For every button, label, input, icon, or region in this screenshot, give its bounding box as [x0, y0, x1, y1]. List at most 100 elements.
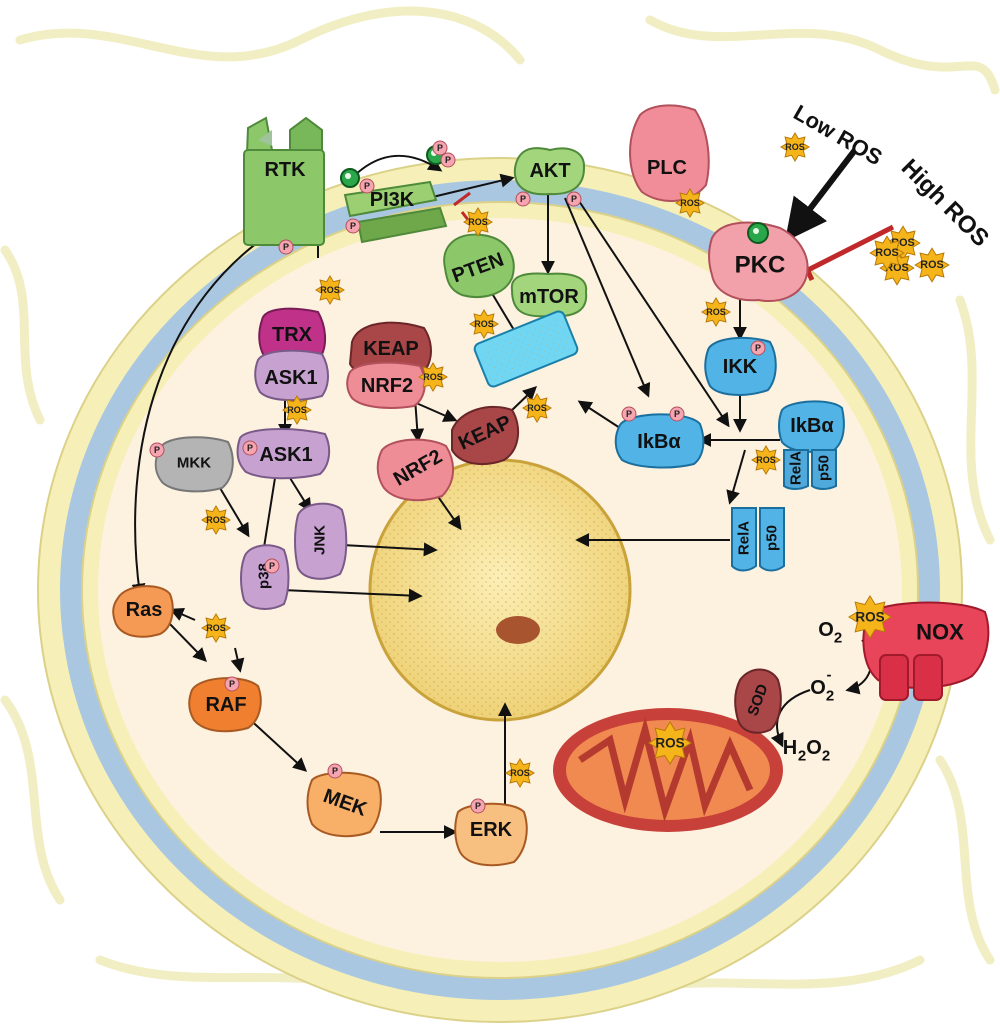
ikk-label: IKK — [723, 356, 758, 378]
ros-star: ROS — [915, 248, 949, 282]
ikba-complex-label: IkBα — [790, 415, 834, 437]
low-ros-activation-arrow — [790, 150, 855, 235]
ros-star: ROS — [470, 310, 498, 338]
o2-subscript: 2 — [834, 630, 842, 647]
phosphate-label: P — [229, 679, 235, 689]
phosphate-marker: P — [279, 240, 293, 254]
ros-star: ROS — [676, 189, 704, 217]
ros-star-label: ROS — [474, 319, 494, 329]
ros-star: ROS — [419, 363, 447, 391]
ros-star: ROS — [202, 614, 230, 642]
phosphate-label: P — [571, 194, 577, 204]
nfkb-ikba-complex: IkBα RelA p50 — [779, 401, 844, 489]
keap-nrf2-complex: KEAP NRF2 — [347, 323, 431, 408]
ros-star-label: ROS — [423, 372, 443, 382]
phosphate-label: P — [437, 143, 443, 153]
jnk-label: JNK — [312, 525, 329, 555]
phosphate-label: P — [755, 343, 761, 353]
phosphate-label: P — [445, 155, 451, 165]
phosphate-marker: P — [243, 441, 257, 455]
phosphate-marker: P — [265, 559, 279, 573]
phosphate-marker: P — [622, 407, 636, 421]
h2o2-subscript-h: 2 — [798, 748, 806, 765]
ros-star-label: ROS — [510, 768, 530, 778]
akt-label: AKT — [529, 160, 570, 182]
phosphate-marker: P — [441, 153, 455, 167]
ikba-protein: IkBα — [616, 414, 704, 467]
plc-label: PLC — [647, 157, 687, 179]
h2o2-h: H — [783, 737, 797, 759]
mkk-protein: MKK — [156, 437, 233, 491]
pkc-label: PKC — [735, 252, 786, 279]
erk-label: ERK — [470, 819, 513, 841]
ros-star: ROS — [506, 759, 534, 787]
ros-star: ROS — [202, 506, 230, 534]
phosphate-label: P — [520, 194, 526, 204]
pi3k-label: PI3K — [370, 189, 415, 211]
ros-star-label: ROS — [855, 610, 884, 625]
ros-star-label: ROS — [206, 623, 226, 633]
phosphate-label: P — [475, 801, 481, 811]
ras-label: Ras — [126, 599, 163, 621]
superoxide-text: O — [810, 677, 826, 699]
ros-star-label: ROS — [706, 307, 726, 317]
ros-star-label: ROS — [206, 515, 226, 525]
h2o2-subscript-o: 2 — [822, 748, 830, 765]
ros-star-label: ROS — [320, 285, 340, 295]
ros-star-label: ROS — [875, 247, 898, 259]
ros-star: ROS — [702, 298, 730, 326]
ros-star: ROS — [849, 596, 891, 638]
mkk-label: MKK — [177, 455, 211, 472]
ros-star: ROS — [752, 446, 780, 474]
mek-protein: MEK — [308, 773, 381, 836]
ask1-label: ASK1 — [259, 444, 312, 466]
phosphate-marker: P — [328, 764, 342, 778]
ikba-label: IkBα — [637, 431, 681, 453]
ros-star: ROS — [464, 208, 492, 236]
ras-protein: Ras — [113, 586, 173, 637]
ros-star: ROS — [870, 236, 904, 270]
phosphate-label: P — [247, 443, 253, 453]
superoxide-subscript: 2 — [826, 688, 834, 705]
nrf2-protein: NRF2 — [378, 440, 453, 501]
nox-label: NOX — [916, 620, 964, 645]
p50-complex-label: p50 — [816, 455, 833, 481]
erk-protein: ERK — [455, 804, 527, 865]
phosphate-label: P — [350, 221, 356, 231]
phosphate-label: P — [283, 242, 289, 252]
ros-star: ROS — [316, 276, 344, 304]
jnk-protein: JNK — [295, 504, 346, 579]
phosphate-marker: P — [346, 219, 360, 233]
p50-label: p50 — [764, 525, 781, 551]
ros-star: ROS — [649, 722, 691, 764]
keap-bound-label: KEAP — [363, 338, 419, 360]
o2-text: O — [818, 619, 834, 641]
ros-star-label: ROS — [756, 455, 776, 465]
low-ros-label: Low ROS — [789, 100, 886, 171]
rtk-receptor: RTK — [244, 118, 324, 245]
phosphate-label: P — [674, 409, 680, 419]
phosphate-marker: P — [471, 799, 485, 813]
trx-ask1-complex: TRX ASK1 — [255, 309, 328, 400]
phosphate-marker: P — [225, 677, 239, 691]
sod-protein: SOD — [735, 670, 781, 733]
ros-star-label: ROS — [785, 142, 805, 152]
raf-label: RAF — [205, 694, 246, 716]
akt-protein: AKT — [515, 148, 584, 194]
pkc-bound-lipid — [748, 223, 768, 243]
phosphate-marker: P — [751, 341, 765, 355]
phosphate-label: P — [154, 445, 160, 455]
ros-star: ROS — [523, 394, 551, 422]
ros-star: ROS — [283, 396, 311, 424]
pten-protein: PTEN — [444, 235, 514, 297]
phosphate-label: P — [332, 766, 338, 776]
ask1-bound-label: ASK1 — [264, 367, 317, 389]
phosphate-label: P — [269, 561, 275, 571]
rtk-label: RTK — [264, 159, 306, 181]
plc-protein: PLC — [630, 105, 709, 201]
phosphate-marker: P — [150, 443, 164, 457]
nucleolus — [496, 616, 540, 644]
rela-complex-label: RelA — [788, 451, 805, 485]
